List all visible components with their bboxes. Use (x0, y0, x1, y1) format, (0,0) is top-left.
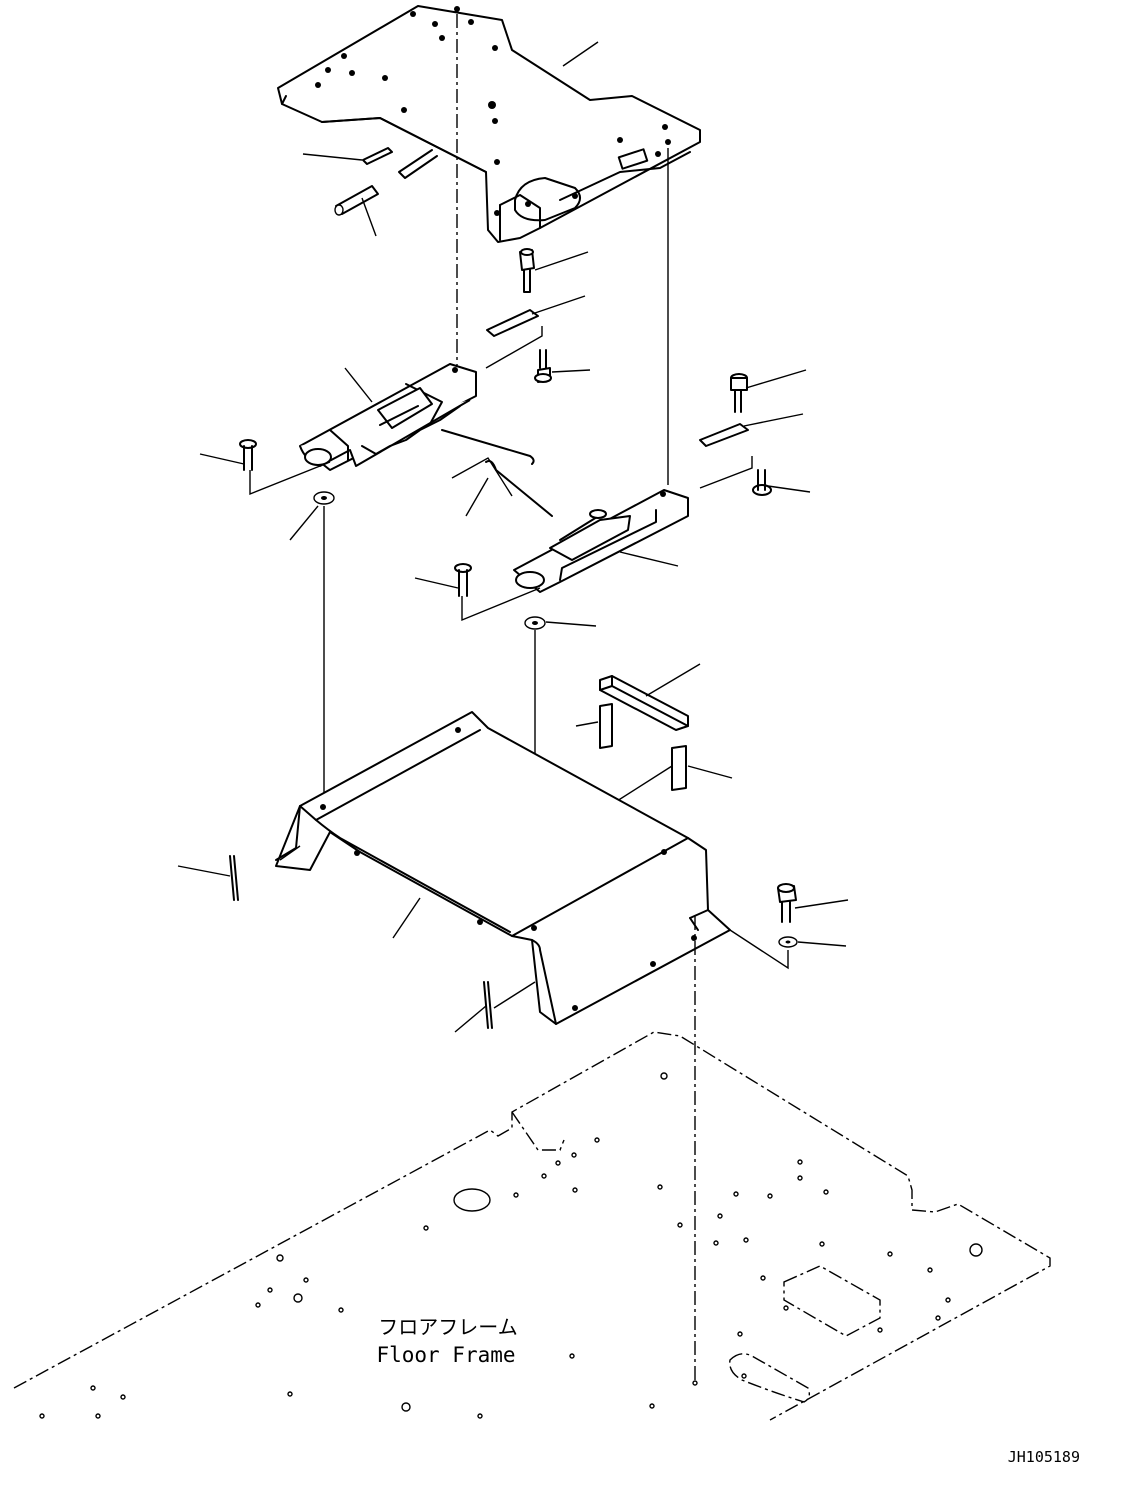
shim-plate-upper (485, 295, 586, 369)
seat-mount-plate (277, 5, 701, 243)
seat-rail-right (513, 489, 689, 593)
washer-left (289, 491, 335, 808)
screw-left-rail (199, 439, 331, 496)
floor-holes (39, 1072, 983, 1419)
clip-and-pins (302, 147, 438, 237)
upper-bolt (519, 248, 589, 293)
bracket-bolt (729, 883, 849, 970)
screw-lower-mid (414, 563, 541, 622)
floor-frame-label-en: Floor Frame (376, 1343, 515, 1367)
spring-rods (441, 429, 553, 517)
floor-frame-label-jp: フロアフレーム (378, 1315, 517, 1339)
plate-holes (315, 6, 671, 216)
spacer-bars (575, 663, 733, 809)
screw-right-rail (752, 469, 811, 496)
shim-plate-right (699, 413, 804, 489)
bolt-right-top (730, 369, 807, 413)
seat-rail-left (299, 363, 477, 471)
screw-upper-center (534, 349, 591, 383)
drawing-id: JH105189 (1008, 1448, 1080, 1466)
floor-frame (13, 1031, 1051, 1421)
seat-bracket (275, 711, 731, 1025)
bracket-pins (177, 855, 536, 1033)
